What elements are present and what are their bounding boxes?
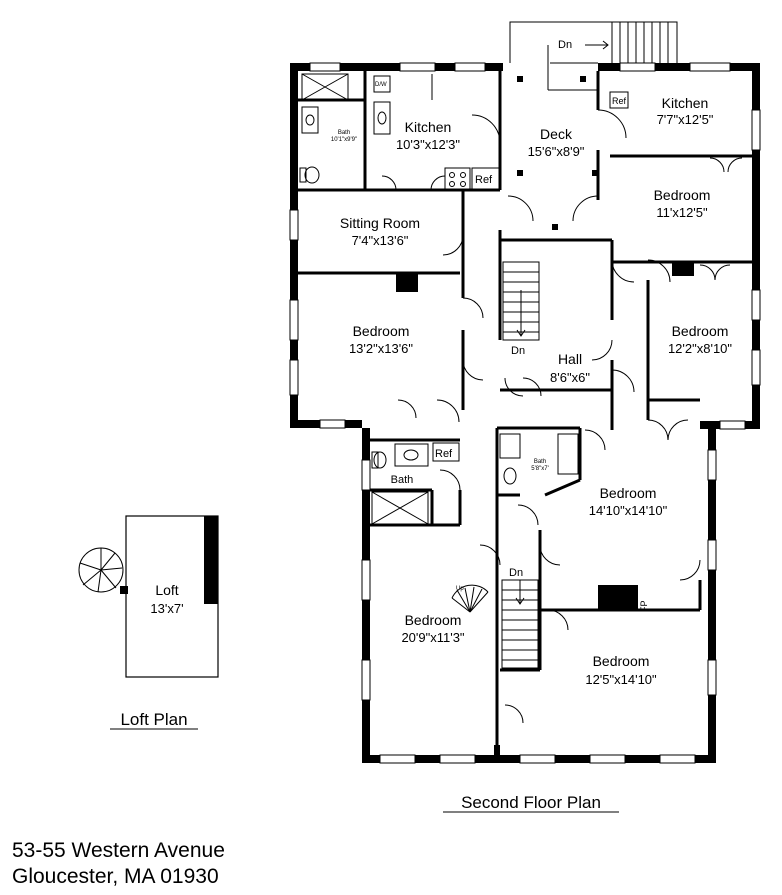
dn-label-exterior: Dn: [558, 39, 572, 51]
door-swings: [381, 109, 743, 724]
room-sitting-room-name: Sitting Room: [340, 215, 420, 231]
second-floor-plan-caption: Second Floor Plan: [461, 793, 601, 812]
loft-plan-caption: Loft Plan: [120, 710, 187, 729]
interior-stairs: [451, 261, 540, 669]
dn-label-hall: Dn: [511, 345, 525, 357]
room-bedroom-d-name: Bedroom: [600, 485, 657, 501]
room-loft-name: Loft: [155, 582, 178, 598]
room-bedroom-b-dim: 13'2"x13'6": [349, 341, 413, 356]
ref-label-kitchen-left: Ref: [475, 174, 493, 186]
windows: [289, 62, 761, 764]
room-bath-top-dim: 10'1"x9'9": [331, 137, 357, 143]
address-line-2: Gloucester, MA 01930: [12, 865, 219, 888]
dw-label: D/W: [375, 82, 387, 88]
exterior-stair: [509, 21, 678, 91]
room-deck-name: Deck: [540, 126, 573, 142]
room-bath-mid-name: Bath: [534, 459, 546, 465]
room-bath-main-name: Bath: [391, 474, 414, 486]
room-bedroom-c-name: Bedroom: [672, 323, 729, 339]
exterior-walls: [290, 63, 760, 763]
room-bedroom-d-dim: 14'10"x14'10": [589, 503, 668, 518]
property-address: 53-55 Western Avenue Gloucester, MA 0193…: [12, 838, 225, 890]
interior-walls: [298, 71, 752, 745]
room-kitchen-right-dim: 7'7"x12'5": [657, 112, 714, 127]
room-deck-dim: 15'6"x8'9": [528, 144, 585, 159]
plan-captions: Loft Plan Second Floor Plan: [110, 710, 619, 813]
room-bedroom-f-dim: 12'5"x14'10": [585, 672, 657, 687]
room-bedroom-a-name: Bedroom: [654, 187, 711, 203]
room-loft-dim: 13'x7': [150, 601, 183, 616]
dn-label-lower: Dn: [509, 567, 523, 579]
up-label: Up: [456, 586, 464, 592]
room-bedroom-b-name: Bedroom: [353, 323, 410, 339]
chimney-posts: [396, 76, 694, 609]
fp-label: FP: [639, 600, 649, 612]
address-line-1: 53-55 Western Avenue: [12, 839, 225, 862]
fixture-labels: Ref Ref Ref D/W Dn Dn Dn Up FP: [375, 39, 649, 612]
room-bedroom-f-name: Bedroom: [593, 653, 650, 669]
room-bedroom-c-dim: 12'2"x8'10": [668, 341, 732, 356]
room-bedroom-e-name: Bedroom: [405, 612, 462, 628]
ref-label-kitchen-right: Ref: [612, 96, 627, 106]
room-hall-name: Hall: [558, 351, 582, 367]
room-kitchen-left-dim: 10'3"x12'3": [396, 137, 460, 152]
room-bath-mid-dim: 5'8"x7': [531, 466, 548, 472]
room-bedroom-e-dim: 20'9"x11'3": [401, 630, 464, 645]
room-sitting-room-dim: 7'4"x13'6": [352, 233, 409, 248]
ref-label-bath: Ref: [435, 448, 453, 460]
loft-plan-drawing: [78, 515, 219, 678]
room-labels: Kitchen 10'3"x12'3" Deck 15'6"x8'9" Kitc…: [150, 95, 732, 687]
fixtures: [299, 73, 629, 525]
room-bedroom-a-dim: 11'x12'5": [656, 205, 708, 220]
room-kitchen-left-name: Kitchen: [405, 119, 452, 135]
room-bath-top-name: Bath: [338, 130, 350, 136]
room-kitchen-right-name: Kitchen: [662, 95, 709, 111]
room-hall-dim: 8'6"x6": [550, 370, 590, 385]
